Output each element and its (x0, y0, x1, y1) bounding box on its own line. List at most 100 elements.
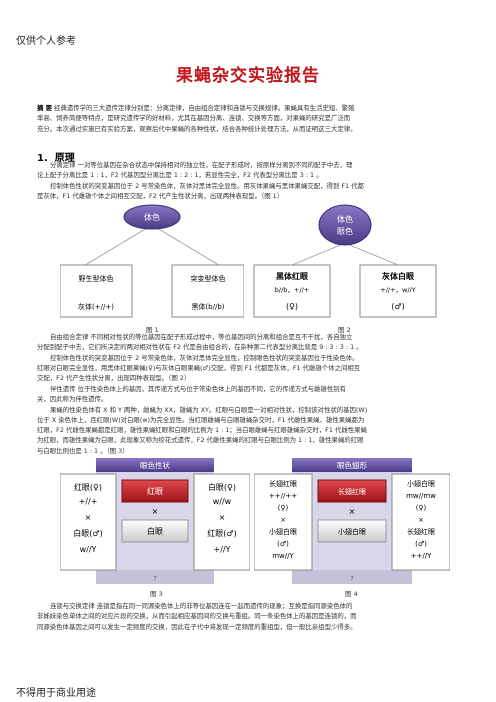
left-bottom: 白眼(♂) (73, 528, 102, 538)
fig3-footer-bar (96, 570, 214, 584)
female-label: 黑体红眼 (276, 271, 308, 281)
root-label: 眼色 (337, 226, 353, 236)
figure-3-caption: 图 3 (150, 590, 163, 598)
figure-1: 体色 野生型体色 灰体(+//+) 突变型体色 黑体(b//b) (60, 204, 244, 318)
left-bgenotype: mw//Y (272, 552, 294, 560)
red-bar (317, 479, 387, 503)
figure-3: 眼色性状 ? 红眼 × 白眼 红眼(♀) +//+ × 白眼(♂) w//Y 白… (60, 458, 250, 584)
figure-4: 眼色翅形 ? 长翅红眼 × 小翅白眼 长翅红眼 ++//++ (♀) × 小翅白… (254, 458, 450, 584)
right-genotype: w//w (213, 497, 232, 506)
paragraph-linkage: 连锁与交换定律 连锁是指在同一同源染色体上的非等位基因连在一起而遗传的现象；互换… (37, 601, 461, 632)
page-header: 仅供个人参考 (16, 36, 76, 47)
abstract-line: 率高、饲养简便等特点，是研究遗传学的好材料，尤其在基因分离、连锁、交换等方面，对… (37, 114, 351, 123)
female-genotype: b//b，+//+ (275, 286, 309, 294)
right-bsymbol: (♂) (415, 540, 427, 548)
right-bgenotype: ++//Y (411, 552, 432, 560)
page-title: 果蝇杂交实验报告 (176, 66, 320, 86)
female-symbol: (♀) (286, 302, 298, 311)
para-line: 与白眼比例也是 1 : 1 。（图 3） (37, 446, 129, 455)
para-line: 控制体色性状的突变基因位于 2 号常染色体，灰体对黑体完全显性，控制眼色性状的突… (50, 353, 359, 362)
connector-line (151, 224, 223, 268)
connector-line (344, 242, 399, 266)
figure-2-caption: 图 2 (338, 326, 351, 334)
root-label: 体色 (337, 214, 353, 224)
right-genotype2: +//Y (214, 545, 231, 554)
figure-1-caption: 图 1 (146, 326, 159, 334)
left-genotype: ++//++ (269, 492, 297, 500)
para-line: 控制体色性状的突变基因位于 2 号常染色体，灰体对黑体完全显性。用灰体果蝇与黑体… (50, 181, 364, 190)
connector-line (81, 224, 153, 268)
fig4-right-box (391, 473, 450, 571)
root-ellipse (123, 204, 181, 230)
male-label: 灰体白眼 (382, 271, 414, 281)
para-line: 为红眼，而雄性果蝇为白眼，此现象又称为绞花式遗传，F2 代雌性果蝇的红眼与白眼比… (37, 436, 364, 445)
abstract-line: 经典遗传学的三大遗传定律分别是：分离定律，自由组合定律和连锁与交换规律。果蝇具有… (52, 104, 355, 112)
left-genotype: +//+ (79, 497, 98, 506)
gray-genotype: 灰体(+//+) (78, 302, 114, 311)
left-symbol: (♀) (278, 504, 289, 512)
section-number: 1. (37, 153, 48, 164)
para-line: 交配，F2 代产生性状分离，出现四种表现型。（图 2） (37, 374, 191, 383)
mutant-box (171, 264, 244, 318)
black-genotype: 黑体(b//b) (191, 302, 224, 311)
red-bar (121, 479, 189, 503)
para-line: 分离定律 一对等位基因在杂合状态中保持相对的独立性，在配子形成时，按原样分离到不… (50, 161, 353, 169)
fig4-header: 眼色翅形 (337, 460, 367, 470)
fig4-footer-bar (292, 570, 412, 584)
fig4-left-box (254, 473, 313, 571)
page-footer: 不得用于商业用途 (16, 688, 96, 699)
connector-line (291, 242, 346, 266)
left-cross: × (280, 516, 286, 524)
figure-2: 体色 眼色 黑体红眼 b//b，+//+ (♀) 灰体白眼 +//+，w//Y … (253, 204, 437, 318)
section-heading: 1. 原理 (37, 149, 75, 164)
abstract-label: 摘 要 (37, 104, 53, 112)
cross-symbol: × (349, 507, 356, 516)
cross-symbol: × (152, 507, 159, 516)
white-bar (317, 519, 387, 543)
mid-white-label: 白眼 (147, 526, 163, 536)
white-bar (121, 519, 189, 543)
para-line: 是灰体，F1 代雌雄个体之间相互交配，F2 代产生性状分离，出现两种表现型。（图… (37, 191, 284, 200)
paragraph-separation: 分离定律 一对等位基因在杂合状态中保持相对的独立性，在配子形成时，按原样分离到不… (37, 160, 461, 201)
left-cross: × (85, 513, 92, 522)
abstract: 摘 要 经典遗传学的三大遗传定律分别是：分离定律，自由组合定律和连锁与交换规律。… (37, 103, 461, 134)
left-bsymbol: (♂) (277, 540, 289, 548)
para-line: 连锁与交换定律 连锁是指在同一同源染色体上的非等位基因连在一起而遗传的现象；互换… (50, 602, 353, 610)
right-symbol: (♀) (416, 504, 427, 512)
female-box (253, 264, 331, 318)
para-line: 红眼对白眼完全显性，用黑体红眼果蝇(♀)与灰体白眼果蝇(♂)交配，得到 F1 代… (37, 363, 361, 372)
fig4-header-bar (292, 458, 412, 472)
right-cross: × (219, 513, 226, 522)
fig3-header: 眼色性状 (140, 460, 170, 470)
right-bottom: 长翅红眼 (407, 527, 435, 536)
para-line: 红眼，F2 代雌性果蝇都是红眼，雄性果蝇红眼和白眼的比例为 1 : 1；当白眼雌… (37, 426, 367, 435)
left-bottom: 小翅白眼 (269, 527, 297, 536)
fig3-footer: ? (153, 575, 157, 583)
left-genotype2: w//Y (80, 545, 97, 554)
wild-box (60, 264, 133, 318)
mid-red-label: 红眼 (147, 486, 163, 496)
para-line: 非姊妹染色单体之间的对应片段的交换，从而引起相应基因间的交换与重组。同一条染色体… (37, 612, 357, 621)
fig4-footer: ? (350, 575, 354, 583)
abstract-line: 充分。本次通过实施已有实验方案，观察后代中果蝇的各种性状，结合各种统计处理方法，… (37, 124, 357, 133)
right-genotype: mw//mw (406, 492, 436, 500)
mid2-label: 小翅白眼 (338, 527, 366, 536)
para-line: 论上配子分离比是 1 : 1，F2 代基因型分离比是 1 : 2 : 1，若显性… (37, 171, 323, 180)
para-line: 分配到配子中去，它们所决定的两对相对性状在 F2 代是自由组合的，在杂种第二代表… (37, 343, 363, 352)
section-title: 原理 (54, 153, 75, 164)
para-line: 果蝇的性染色体有 X 和 Y 两种，雌蝇为 XX，雄蝇为 XY。红眼与白眼是一对… (50, 405, 368, 414)
right-cross: × (418, 516, 424, 524)
fig3-left-box (60, 473, 117, 571)
root-label: 体色 (144, 212, 160, 222)
left-title: 长翅红眼 (269, 479, 297, 488)
male-symbol: (♂) (391, 302, 404, 311)
fig3-header-bar (96, 458, 214, 472)
wild-label: 野生型体色 (79, 274, 114, 283)
paragraph-independent: 自由组合定律 不同相对性状的等位基因在配子形成过程中，等位基因间的分离和组合是互… (37, 332, 461, 383)
mutant-label: 突变型体色 (191, 274, 226, 283)
fig3-right-box (193, 473, 250, 571)
male-box (359, 264, 437, 318)
right-top: 白眼(♀) (208, 482, 236, 492)
para-line: 伴性遗传 位于性染色体上的基因，其传递方式与位于常染色体上的基因不同，它的传递方… (50, 385, 346, 393)
right-bottom: 红眼(♂) (207, 528, 236, 538)
